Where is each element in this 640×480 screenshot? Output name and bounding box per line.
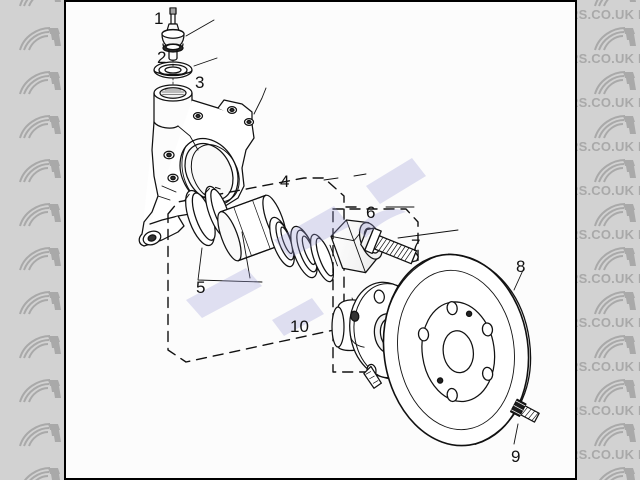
callout-4: 4 — [280, 172, 290, 191]
watermark-row: ERS.CO.UK LOCO — [0, 462, 64, 480]
callout-9: 9 — [511, 447, 521, 466]
callout-1: 1 — [154, 9, 164, 28]
locost-bridge-logo — [594, 115, 636, 139]
watermark-row: RS.CO.UK LOCOST — [577, 418, 640, 462]
watermark-text: RS.CO.UK LOCOST — [577, 315, 640, 330]
leader-2 — [193, 57, 218, 67]
watermark-text: RS.CO.UK LOCOST — [577, 227, 640, 242]
watermark-row: RS.CO.UK LOCOST — [577, 110, 640, 154]
watermark-text: RS.CO.UK LOCOST — [577, 447, 640, 462]
locost-bridge-logo — [594, 247, 636, 271]
watermark-row: ERS.CO.UK LOCO — [0, 0, 64, 22]
watermark-row: ERS.CO.UK LOCO — [0, 110, 64, 154]
part-bearing-stack — [184, 185, 335, 283]
locost-bridge-logo — [594, 71, 636, 95]
part-ball-joint — [161, 7, 185, 61]
locost-bridge-logo — [598, 467, 635, 480]
watermark-row: RS.CO.UK LOCOST — [577, 22, 640, 66]
locost-bridge-logo — [19, 203, 61, 227]
watermark-row: RS.CO.UK LOCOST — [577, 462, 640, 480]
watermark-row: ERS.CO.UK LOCO — [0, 242, 64, 286]
locost-bridge-logo — [594, 335, 636, 359]
callout-3: 3 — [195, 73, 205, 92]
watermark-row: ERS.CO.UK LOCO — [0, 330, 64, 374]
watermark-row: RS.CO.UK LOCOST — [577, 198, 640, 242]
leader-9 — [513, 423, 519, 445]
part-wheel-stud — [360, 227, 419, 265]
watermark-text: RS.CO.UK LOCOST — [577, 139, 640, 154]
part-ball-joint-seal — [153, 61, 193, 79]
locost-bridge-logo — [594, 423, 636, 447]
callout-7: 7 — [411, 236, 421, 255]
watermark-text: RS.CO.UK LOCOST — [577, 271, 640, 286]
watermark-row: RS.CO.UK LOCOST — [577, 242, 640, 286]
locost-bridge-logo — [19, 27, 61, 51]
watermark-row: ERS.CO.UK LOCO — [0, 198, 64, 242]
watermark-row: ERS.CO.UK LOCO — [0, 22, 64, 66]
callout-2: 2 — [157, 48, 167, 67]
leader-5 — [197, 247, 263, 283]
locost-bridge-logo — [19, 335, 61, 359]
part-disc-screw — [509, 398, 540, 423]
watermark-row: RS.CO.UK LOCOST — [577, 154, 640, 198]
leader-4 — [323, 177, 339, 181]
part-steering-knuckle — [138, 84, 255, 247]
locost-bridge-logo — [594, 27, 636, 51]
watermark-text: RS.CO.UK LOCOST — [577, 359, 640, 374]
leader-5b — [241, 231, 251, 279]
watermark-text: RS.CO.UK LOCOST — [577, 95, 640, 110]
callout-6: 6 — [366, 203, 376, 222]
group-boundary-hub-kit — [332, 208, 419, 373]
callout-8: 8 — [516, 257, 526, 276]
locost-bridge-logo — [19, 247, 61, 271]
watermark-row: ERS.CO.UK LOCO — [0, 154, 64, 198]
exploded-parts-artwork — [138, 7, 540, 447]
leader-1 — [185, 19, 215, 37]
watermark-text: RS.CO.UK LOCOST — [577, 183, 640, 198]
watermark-text: RS.CO.UK LOCOST — [577, 51, 640, 66]
watermark-strip-right: RS.CO.UK LOCOSTRS.CO.UK LOCOSTRS.CO.UK L… — [577, 0, 640, 480]
watermark-row: RS.CO.UK LOCOST — [577, 286, 640, 330]
watermark-text: RS.CO.UK LOCOST — [577, 7, 640, 22]
locost-bridge-logo — [19, 423, 61, 447]
panel-top-border — [64, 0, 577, 2]
locost-bridge-logo — [19, 379, 61, 403]
panel-bottom-border — [64, 478, 577, 480]
callout-10: 10 — [290, 317, 309, 336]
locost-bridge-logo — [594, 379, 636, 403]
part-brake-disc — [382, 253, 532, 447]
watermark-row: RS.CO.UK LOCOST — [577, 0, 640, 22]
locost-bridge-logo — [19, 291, 61, 315]
watermark-row: ERS.CO.UK LOCO — [0, 66, 64, 110]
locost-bridge-logo — [19, 0, 61, 7]
watermark-row: RS.CO.UK LOCOST — [577, 330, 640, 374]
locost-bridge-logo — [594, 159, 636, 183]
locost-bridge-logo — [594, 0, 636, 7]
watermark-row: ERS.CO.UK LOCO — [0, 286, 64, 330]
leader-8 — [513, 267, 525, 291]
leader-3 — [253, 87, 267, 115]
watermark-text: RS.CO.UK LOCOST — [577, 403, 640, 418]
locost-bridge-logo — [594, 203, 636, 227]
locost-bridge-logo — [23, 467, 60, 480]
watermark-row: ERS.CO.UK LOCO — [0, 374, 64, 418]
callout-5: 5 — [196, 278, 206, 297]
locost-bridge-logo — [19, 71, 61, 95]
locost-bridge-logo — [19, 115, 61, 139]
watermark-row: RS.CO.UK LOCOST — [577, 374, 640, 418]
locost-bridge-logo — [19, 159, 61, 183]
leader-7 — [397, 229, 459, 239]
watermark-strip-left: ERS.CO.UK LOCOERS.CO.UK LOCOERS.CO.UK LO… — [0, 0, 64, 480]
watermark-row: RS.CO.UK LOCOST — [577, 66, 640, 110]
watermark-row: ERS.CO.UK LOCO — [0, 418, 64, 462]
locost-bridge-logo — [594, 291, 636, 315]
diagram-panel: 1 2 3 4 5 6 7 8 9 10 — [64, 0, 577, 480]
